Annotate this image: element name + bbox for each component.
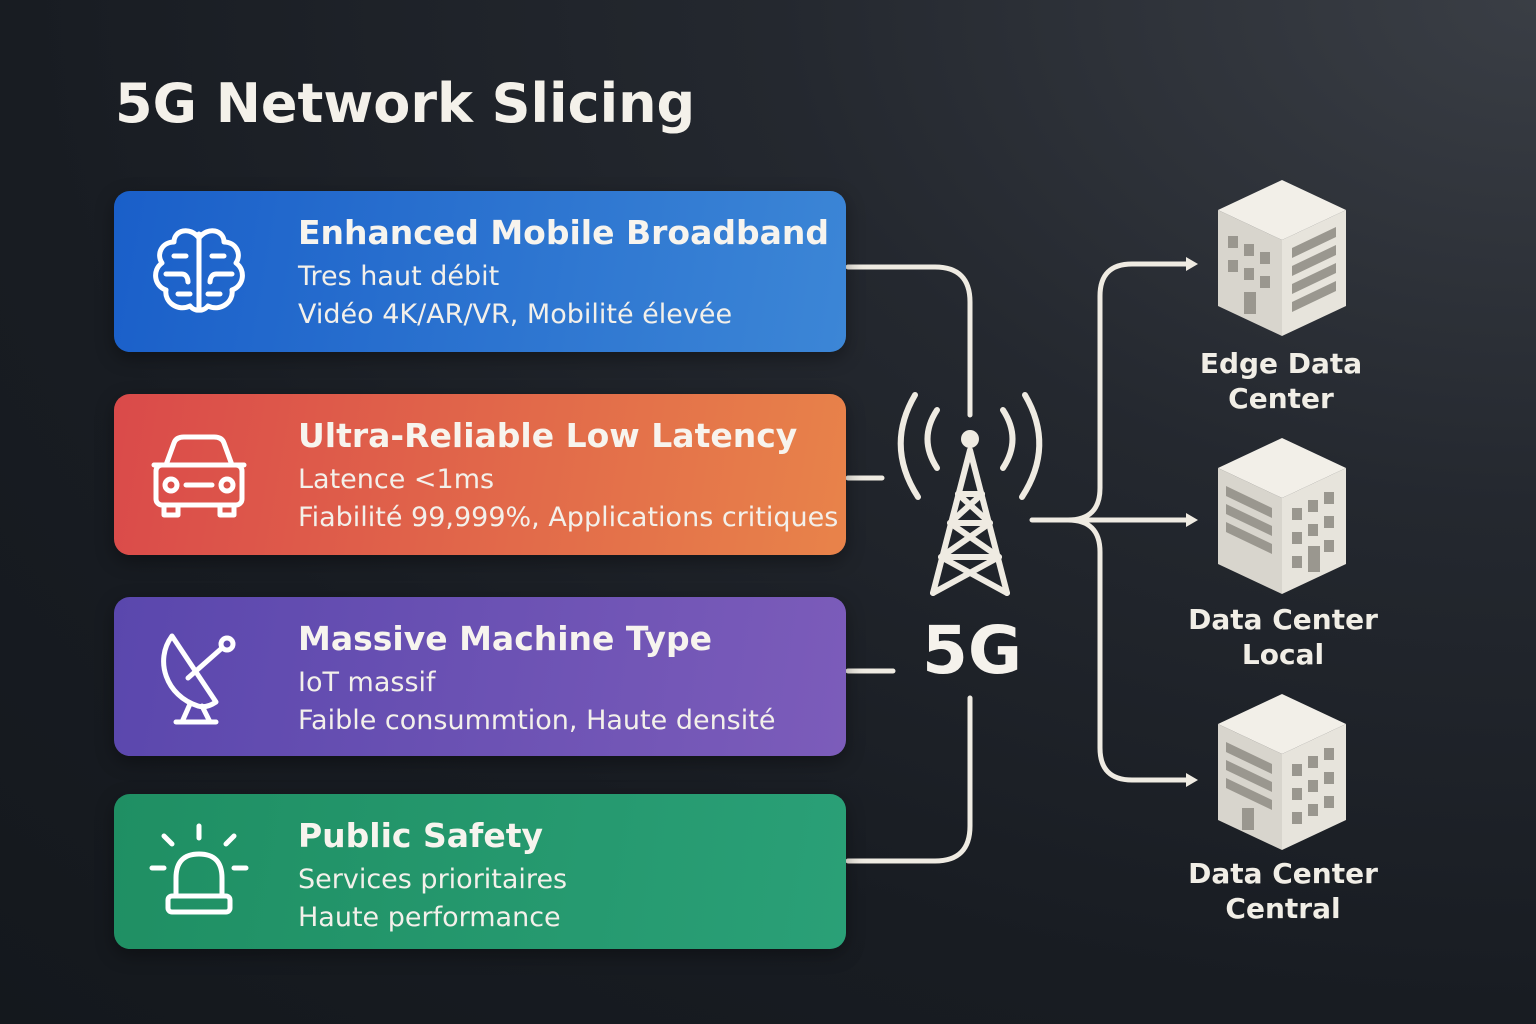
slice-heading: Ultra-Reliable Low Latency	[298, 416, 798, 455]
tower-label: 5G	[921, 612, 1023, 689]
slice-heading: Massive Machine Type	[298, 619, 713, 658]
slice-line2: Haute performance	[298, 902, 561, 933]
building-icon-edge	[1218, 180, 1346, 336]
building-icon-local	[1218, 438, 1346, 594]
connector-embb	[845, 264, 973, 418]
slice-card-urllc[interactable]: Ultra-Reliable Low Latency Latence <1ms …	[114, 394, 846, 555]
datacenter-label-line1: Edge Data	[1199, 347, 1363, 380]
slice-line1: Services prioritaires	[298, 864, 568, 895]
slice-line1: Latence <1ms	[298, 464, 495, 495]
slice-heading: Enhanced Mobile Broadband	[298, 213, 829, 252]
page-title: 5G Network Slicing	[115, 72, 696, 135]
slice-card-public-safety[interactable]: Public Safety Services prioritaires Haut…	[114, 794, 846, 949]
arrow-central	[1186, 773, 1198, 787]
datacenter-label-line2: Central	[1225, 892, 1341, 925]
slice-card-mmtc[interactable]: Massive Machine Type IoT massif Faible c…	[114, 597, 846, 756]
datacenter-label-edge: Edge Data Center	[1166, 346, 1396, 416]
datacenter-label-central: Data Center Central	[1168, 856, 1398, 926]
cell-tower-icon	[897, 392, 1043, 596]
slice-line1: Tres haut débit	[298, 261, 500, 292]
satellite-dish-icon	[161, 633, 236, 725]
slice-line1: IoT massif	[298, 667, 436, 698]
slice-card-embb[interactable]: Enhanced Mobile Broadband Tres haut débi…	[114, 191, 846, 352]
slice-line2: Vidéo 4K/AR/VR, Mobilité élevée	[298, 299, 733, 330]
arrow-local	[1186, 513, 1198, 527]
datacenter-label-line1: Data Center	[1188, 857, 1378, 890]
datacenter-label-line2: Local	[1241, 638, 1325, 671]
siren-icon	[149, 823, 249, 915]
connector-central	[1065, 517, 1195, 783]
slice-line2: Faible consummtion, Haute densité	[298, 705, 776, 736]
connector-public-safety	[845, 695, 973, 864]
datacenter-label-local: Data Center Local	[1168, 602, 1398, 672]
datacenter-label-line1: Data Center	[1188, 603, 1378, 636]
slice-line2: Fiabilité 99,999%, Applications critique…	[298, 502, 839, 533]
car-icon	[151, 434, 247, 518]
brain-icon	[153, 228, 245, 313]
building-icon-central	[1218, 694, 1346, 850]
slice-heading: Public Safety	[298, 816, 544, 855]
arrow-edge	[1186, 257, 1198, 271]
datacenter-label-line2: Center	[1228, 382, 1334, 415]
